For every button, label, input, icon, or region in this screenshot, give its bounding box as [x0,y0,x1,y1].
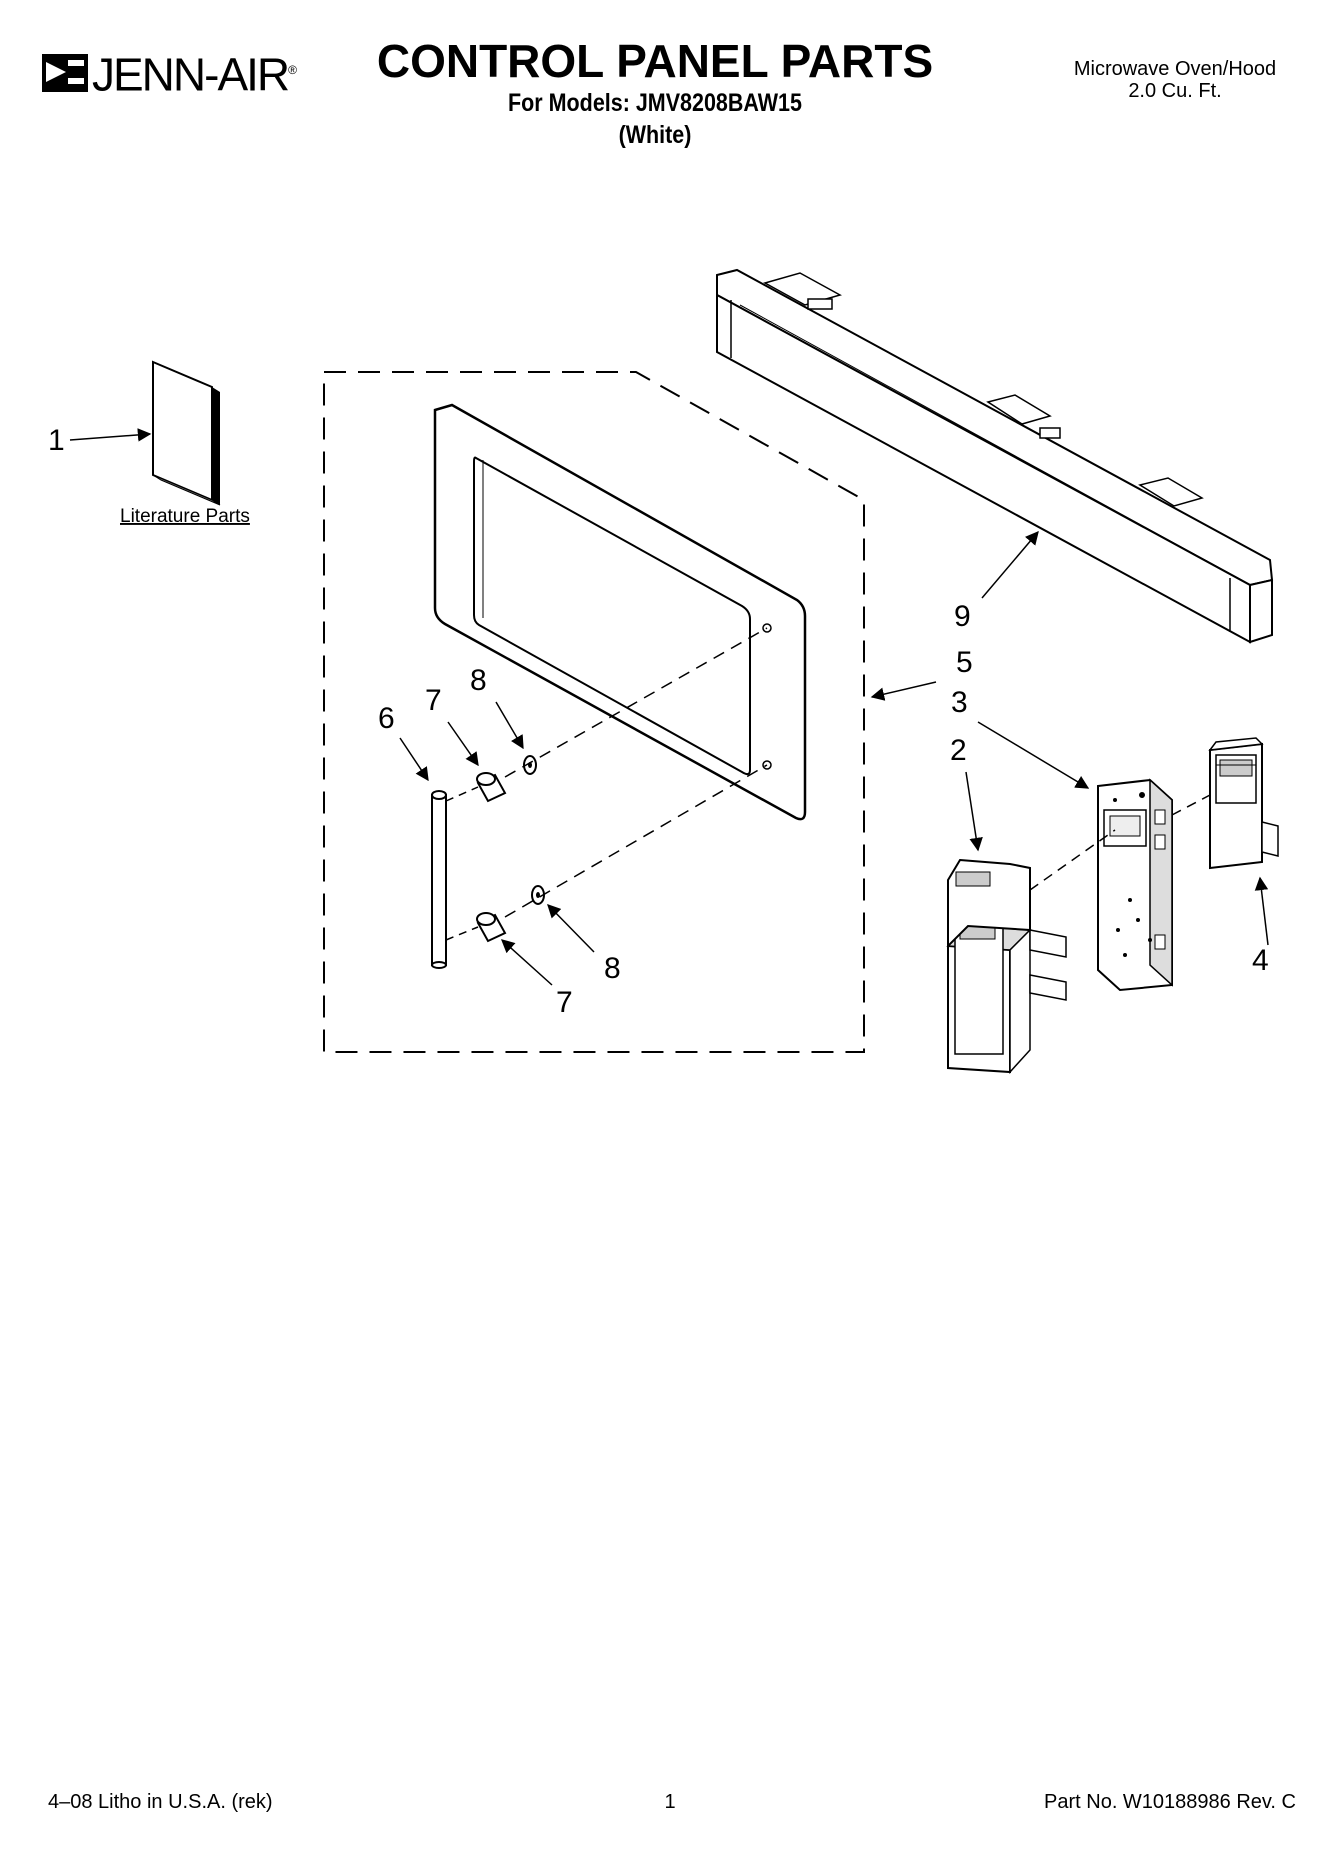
callout-4: 4 [1252,944,1269,977]
part-spacer-upper [476,772,507,803]
part-control-board [1097,778,1173,992]
part-handle [431,790,447,969]
assembly-5-boundary [323,371,865,1053]
page-number: 1 [664,1791,676,1813]
callout-9: 9 [954,600,971,633]
leader-1 [69,428,152,442]
page-title: CONTROL PANEL PARTS [376,35,934,87]
part-washer-upper [523,755,537,775]
litho-note: 4–08 Litho in U.S.A. (rek) [48,1791,273,1813]
part-door-frame [433,403,807,821]
part-keypad [946,858,1067,1074]
callout-8-upper: 8 [470,664,487,697]
product-capacity: 2.0 Cu. Ft. [1128,80,1222,102]
callout-6: 6 [378,702,395,735]
callout-3: 3 [951,686,968,719]
literature-label: Literature Parts [120,506,250,527]
leader-9 [981,530,1039,599]
callout-5: 5 [956,646,973,679]
jenn-air-mark-icon [42,54,88,92]
callout-1: 1 [48,424,65,457]
part-spacer-lower [476,912,507,943]
part-number: Part No. W10188986 Rev. C [1044,1791,1296,1813]
part-control-panel-strip [716,268,1274,644]
callout-8-lower: 8 [604,952,621,985]
callout-7-lower: 7 [556,986,573,1019]
color-line: (White) [618,121,692,149]
registered-mark: ® [288,63,297,77]
callout-2: 2 [950,734,967,767]
brand-name: JENN-AIR® [92,48,297,101]
part-display-board [1208,737,1279,870]
part-literature-booklet [152,360,221,506]
product-info: Microwave Oven/Hood 2.0 Cu. Ft. [1040,58,1310,102]
models-line: For Models: JMV8208BAW15 [508,89,802,117]
callout-7-upper: 7 [425,684,442,717]
brand-logo: JENN-AIR® [40,40,340,100]
product-type: Microwave Oven/Hood [1073,58,1277,80]
